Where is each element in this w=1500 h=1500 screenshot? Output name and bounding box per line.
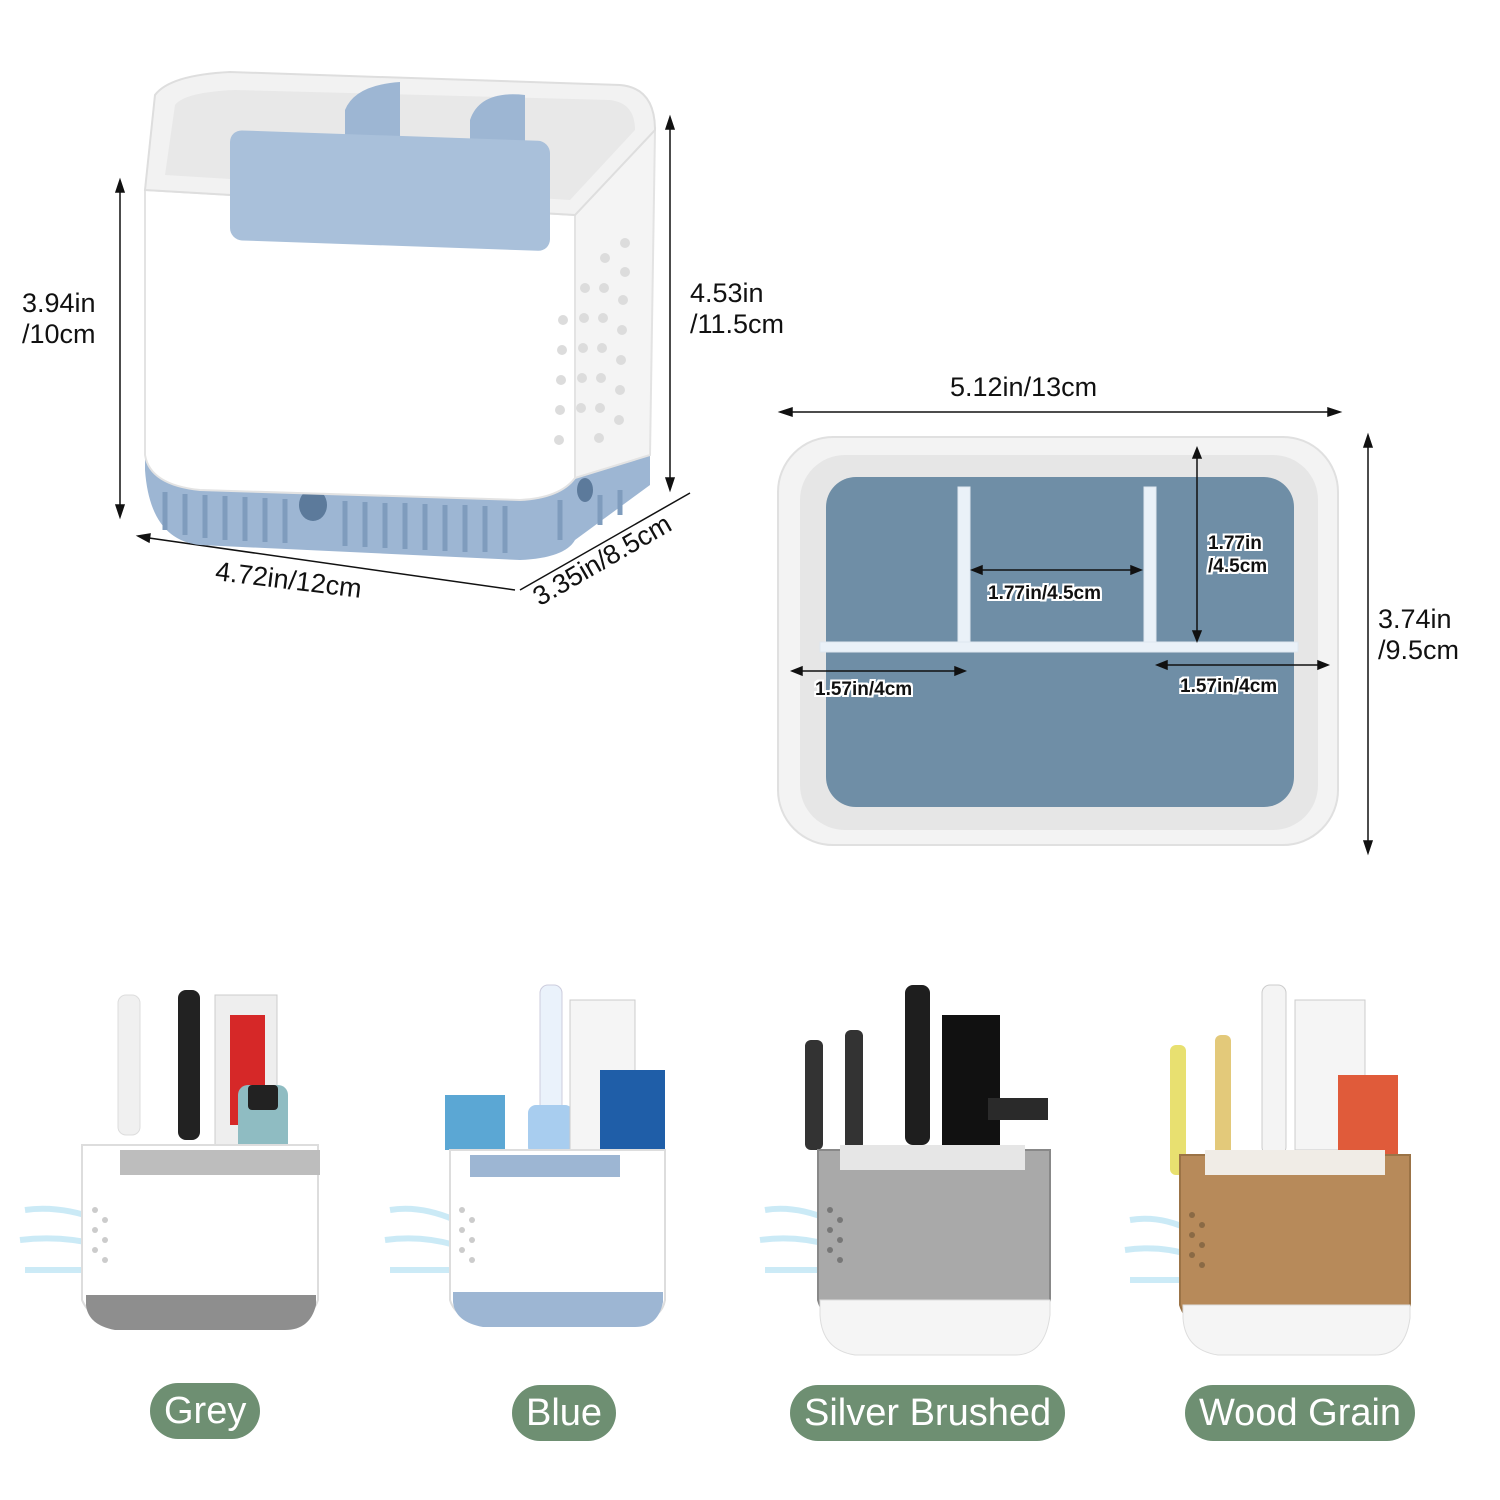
inner-left-width-label: 1.57in/4cm	[815, 679, 913, 700]
height-outer-label: 3.94in /10cm	[22, 288, 96, 349]
variant-wood-organizer	[1124, 984, 1411, 1356]
variant-blue-label: Blue	[512, 1385, 617, 1441]
variant-silver-organizer	[759, 985, 1051, 1356]
organizer-blue-large	[143, 70, 657, 560]
variant-grey-label: Grey	[150, 1383, 261, 1439]
variant-grey-organizer	[19, 990, 320, 1330]
top-depth-label: 3.74in /9.5cm	[1378, 604, 1460, 665]
inner-right-width-label: 1.57in/4cm	[1180, 676, 1278, 697]
height-total-label: 4.53in /11.5cm	[690, 278, 785, 339]
variant-blue-organizer	[384, 984, 666, 1327]
variant-silver-label: Silver Brushed	[790, 1385, 1066, 1441]
top-width-label: 5.12in/13cm	[950, 372, 1098, 402]
variant-wood-label: Wood Grain	[1185, 1385, 1416, 1441]
inner-compartment-width-label: 1.77in/4.5cm	[988, 583, 1102, 604]
inner-compartment-depth-label: 1.77in /4.5cm	[1208, 533, 1268, 577]
